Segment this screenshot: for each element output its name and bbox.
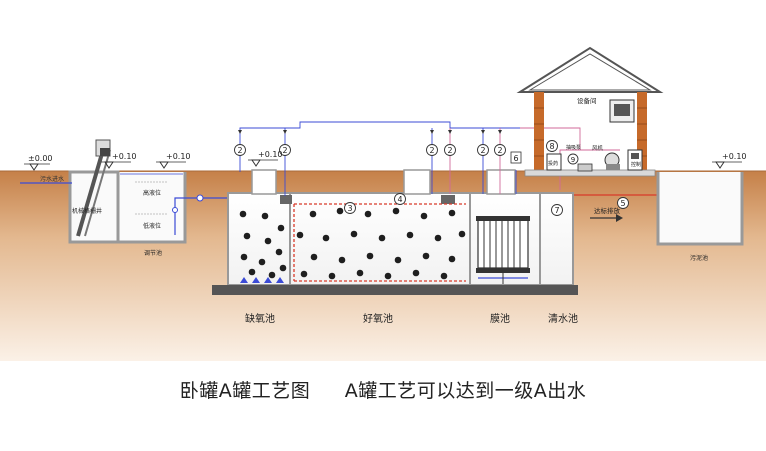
- elevation-marker-sludge: +0.10: [712, 152, 747, 169]
- svg-text:2: 2: [447, 146, 452, 155]
- sludge-tank-label: 污泥池: [690, 254, 708, 262]
- svg-text:7: 7: [554, 206, 559, 215]
- marker-2-anoxic-b: 2: [279, 144, 291, 156]
- marker-4: 4: [394, 193, 406, 205]
- control-label: 控制: [631, 161, 641, 168]
- equalization-tank-label: 调节池: [144, 249, 162, 257]
- elevation-marker-ground: ±0.00: [24, 154, 53, 171]
- anoxic-media: [239, 210, 287, 279]
- elevation-marker-equalization: +0.10: [156, 152, 191, 169]
- aerobic-media: [296, 207, 466, 280]
- screen-well: [68, 139, 120, 244]
- high-level-label: 高液位: [143, 189, 161, 197]
- svg-text:8: 8: [549, 142, 554, 151]
- equipment-room: [516, 46, 664, 177]
- marker-8: 8: [546, 140, 558, 152]
- valve-icon: [172, 207, 178, 213]
- svg-text:6: 6: [513, 154, 518, 163]
- inlet-label: 污水进水: [40, 175, 64, 183]
- pipe-valves: [238, 130, 502, 134]
- equalization-tank: [116, 172, 187, 244]
- svg-text:2: 2: [480, 146, 485, 155]
- svg-text:4: 4: [397, 195, 402, 204]
- svg-text:+0.10: +0.10: [166, 152, 191, 161]
- anoxic-stirrer: [240, 277, 284, 283]
- svg-text:2: 2: [237, 146, 242, 155]
- marker-9: 9: [567, 153, 579, 165]
- aerobic-tank-label: 好氧池: [363, 312, 393, 325]
- membrane-tank-label: 膜池: [490, 312, 510, 325]
- suction-pump-label: 抽吸泵: [566, 144, 581, 151]
- sludge-tank: [656, 172, 744, 246]
- anoxic-tank-label: 缺氧池: [245, 312, 275, 325]
- svg-text:2: 2: [282, 146, 287, 155]
- fan-label: 风机: [592, 144, 604, 152]
- discharge-label: 达标排放: [594, 206, 621, 215]
- svg-text:3: 3: [347, 204, 352, 213]
- marker-7: 7: [551, 204, 563, 216]
- elevation-marker-anoxic: +0.10: [248, 150, 283, 167]
- low-level-label: 低液位: [143, 222, 161, 230]
- flow-meter-icon: [196, 194, 204, 202]
- marker-6: 6: [510, 151, 522, 164]
- marker-2-membrane-b: 2: [494, 144, 506, 156]
- marker-5: 5: [617, 197, 629, 209]
- caption-left: 卧罐A罐工艺图: [179, 380, 311, 402]
- svg-text:+0.10: +0.10: [722, 152, 747, 161]
- marker-3: 3: [344, 202, 356, 214]
- svg-text:2: 2: [429, 146, 434, 155]
- dosing-label: 投药: [548, 160, 558, 167]
- equipment-room-label: 设备间: [577, 96, 597, 105]
- svg-text:+0.10: +0.10: [112, 152, 137, 161]
- marker-2-membrane-a: 2: [477, 144, 489, 156]
- svg-text:5: 5: [620, 199, 625, 208]
- elevation-marker-screen: +0.10: [101, 152, 137, 169]
- svg-text:2: 2: [497, 146, 502, 155]
- diagram-caption: 卧罐A罐工艺图 A罐工艺可以达到一级A出水: [0, 376, 766, 403]
- svg-text:±0.00: ±0.00: [28, 154, 53, 163]
- discharge-arrow: [590, 214, 623, 222]
- lift-pipe: [174, 197, 232, 235]
- screen-well-label: 机械格栅井: [72, 207, 102, 215]
- svg-text:9: 9: [571, 156, 575, 164]
- svg-text:+0.10: +0.10: [258, 150, 283, 159]
- marker-2-aerobic-b: 2: [444, 144, 456, 156]
- clear-water-tank-label: 清水池: [548, 312, 578, 325]
- caption-right: A罐工艺可以达到一级A出水: [344, 380, 587, 402]
- marker-2-anoxic-a: 2: [234, 144, 246, 156]
- marker-2-aerobic-a: 2: [426, 144, 438, 156]
- membrane-module: [476, 216, 530, 284]
